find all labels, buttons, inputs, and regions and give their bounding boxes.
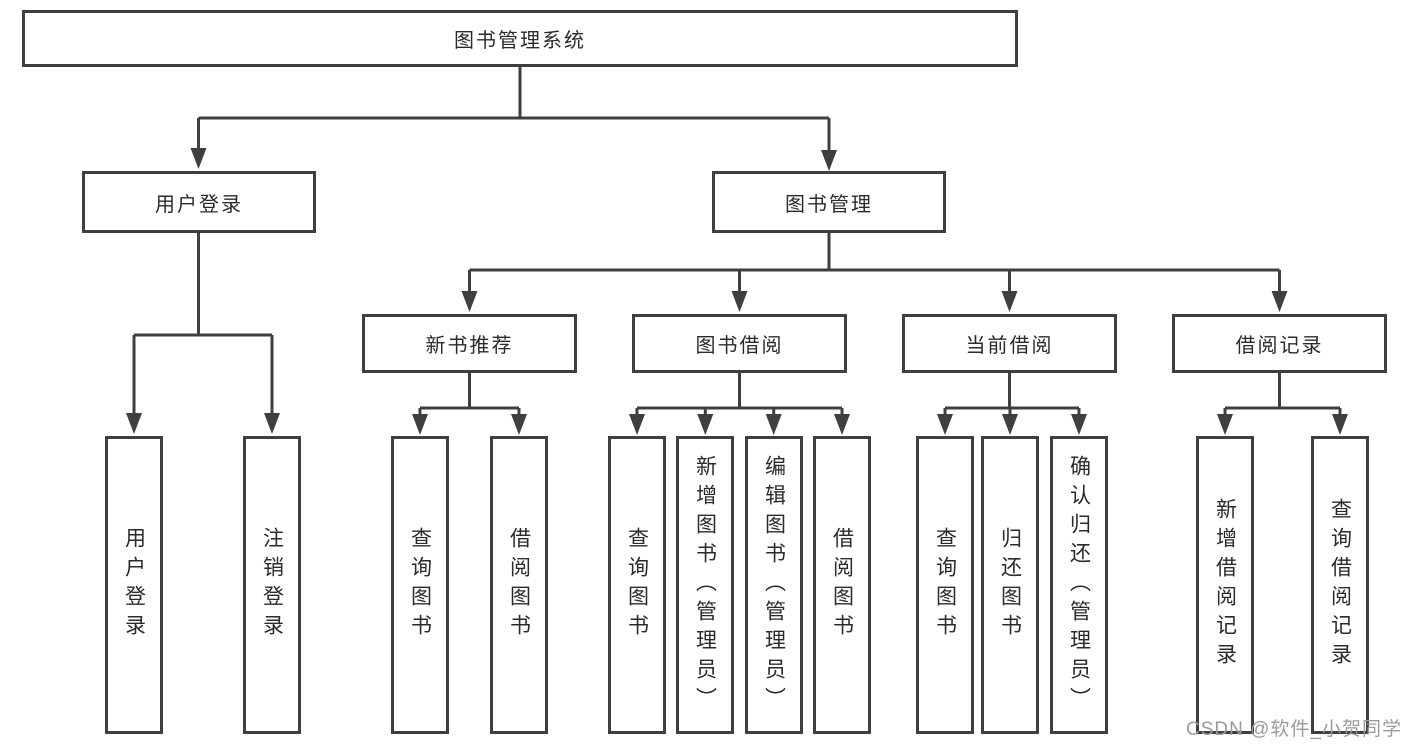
leaf-query-books-current: 查询图书 — [916, 436, 974, 734]
node-book-management: 图书管理 — [712, 171, 946, 233]
leaf-confirm-return-admin: 确认归还（管理员） — [1050, 436, 1108, 734]
leaf-add-book-admin: 新增图书（管理员） — [676, 436, 734, 734]
node-book-borrow: 图书借阅 — [632, 314, 847, 373]
leaf-query-books-borrow: 查询图书 — [608, 436, 666, 734]
node-borrow-records: 借阅记录 — [1172, 314, 1387, 373]
leaf-borrow-books-recommend: 借阅图书 — [490, 436, 548, 734]
csdn-watermark: CSDN @软件_小贺同学 — [1186, 719, 1402, 740]
leaf-user-login: 用户登录 — [105, 436, 163, 734]
leaf-borrow-books: 借阅图书 — [813, 436, 871, 734]
node-library-system: 图书管理系统 — [22, 10, 1018, 67]
connector-lines — [132, 67, 1342, 417]
leaf-query-borrow-record: 查询借阅记录 — [1311, 436, 1369, 734]
leaf-query-books-recommend: 查询图书 — [391, 436, 449, 734]
node-current-borrow: 当前借阅 — [902, 314, 1117, 373]
leaf-return-book: 归还图书 — [981, 436, 1039, 734]
leaf-edit-book-admin: 编辑图书（管理员） — [745, 436, 803, 734]
arrowhead-icons — [126, 148, 1348, 435]
leaf-add-borrow-record: 新增借阅记录 — [1196, 436, 1254, 734]
node-new-book-recommend: 新书推荐 — [362, 314, 577, 373]
leaf-logout: 注销登录 — [243, 436, 301, 734]
node-user-login: 用户登录 — [82, 171, 316, 233]
